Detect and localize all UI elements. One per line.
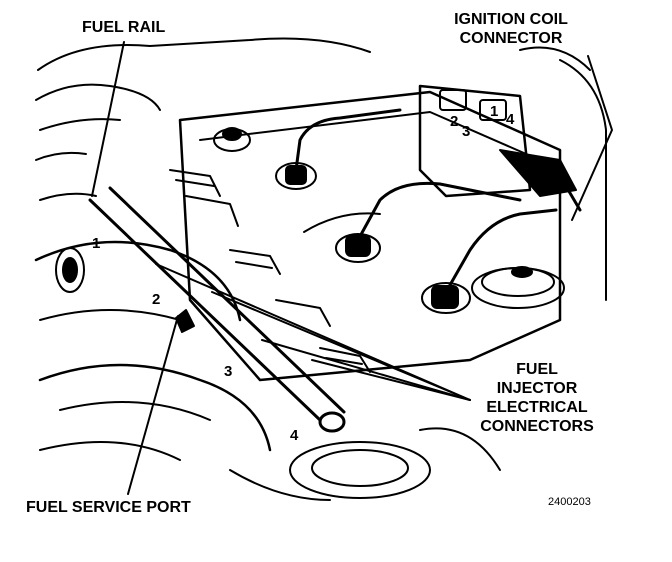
fuel-injector-line-2: INJECTOR — [496, 380, 578, 397]
ignition-coil-connector-line-2: CONNECTOR — [459, 30, 563, 47]
fuel-injector-line-3: ELECTRICAL — [486, 399, 588, 416]
injector-number: 1 — [92, 235, 101, 252]
coil-number: 1 — [490, 103, 499, 120]
injector-number: 3 — [224, 363, 233, 380]
figure-id: 2400203 — [548, 496, 591, 508]
coil-number: 4 — [506, 111, 515, 128]
fuel-injector-connectors-label: FUEL INJECTOR ELECTRICAL CONNECTORS — [462, 360, 612, 436]
fuel-injector-line-4: CONNECTORS — [480, 418, 594, 435]
fuel-service-port-label: FUEL SERVICE PORT — [26, 499, 191, 516]
ignition-coil-connector-line-1: IGNITION COIL — [454, 11, 568, 28]
fuel-injector-line-1: FUEL — [516, 361, 558, 378]
injector-number: 4 — [290, 427, 299, 444]
fuel-rail-label: FUEL RAIL — [82, 19, 166, 36]
ignition-coil-connector-label: IGNITION COIL CONNECTOR — [436, 10, 586, 48]
coil-number: 2 — [450, 113, 459, 130]
injector-number: 2 — [152, 291, 161, 308]
coil-number: 3 — [462, 123, 471, 140]
